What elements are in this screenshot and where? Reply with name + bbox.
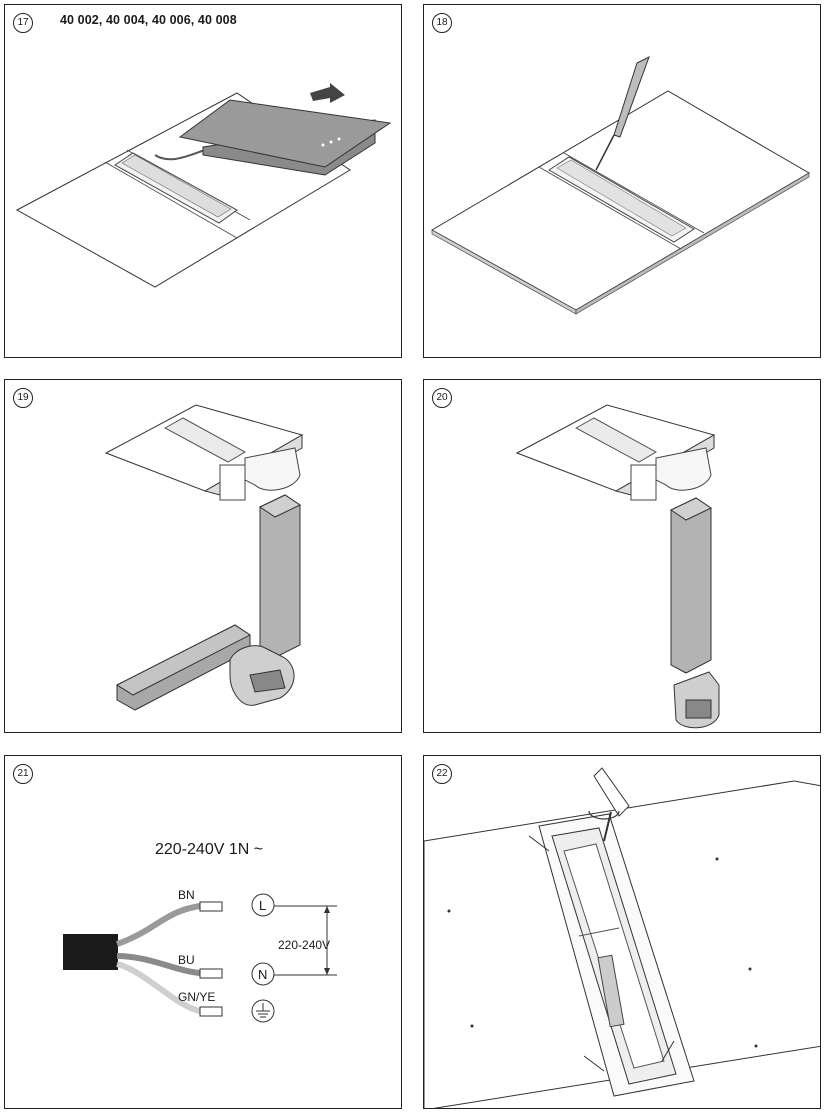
step-20-panel: 20: [423, 379, 821, 733]
rotation-arrow-icon: [588, 810, 620, 820]
step-19-panel: 19: [4, 379, 402, 733]
terminal-connector: [199, 901, 223, 912]
filter-cartridge: [597, 954, 625, 1028]
brown-wire-label: BN: [178, 888, 195, 902]
step-22-panel: 22: [423, 755, 821, 1109]
hob-removal-illustration: [15, 83, 392, 288]
blue-wire-label: BU: [178, 953, 195, 967]
neutral-terminal-icon: [251, 962, 275, 986]
step-number-17: 17: [13, 13, 33, 33]
step-number-19: 19: [13, 388, 33, 408]
live-terminal-icon: [251, 893, 275, 917]
model-numbers: 40 002, 40 004, 40 006, 40 008: [60, 13, 237, 27]
duct-assembly-vertical-illustration: [515, 404, 720, 729]
terminal-connector: [199, 968, 223, 979]
terminal-connector: [199, 1006, 223, 1017]
wiring-diagram: [63, 893, 337, 1023]
brown-wire: [116, 903, 201, 947]
cable-sheath: [63, 934, 118, 970]
ground-wire-label: GN/YE: [178, 990, 216, 1004]
arrow-icon: [310, 83, 345, 103]
neutral-terminal-label: N: [258, 967, 268, 982]
step-17-panel: 17 40 002, 40 004, 40 006, 40 008: [4, 4, 402, 358]
step-number-18: 18: [432, 13, 452, 33]
step-number-21: 21: [13, 764, 33, 784]
step-number-22: 22: [432, 764, 452, 784]
silicone-sealing-illustration: [430, 55, 810, 315]
screwdriver-icon: [593, 767, 630, 817]
live-terminal-label: L: [259, 898, 267, 913]
step-21-panel: 21 220-240V 1N ~ BN BU GN/YE L N 220-240…: [4, 755, 402, 1109]
blue-wire: [116, 953, 201, 976]
ground-wire: [116, 961, 201, 1014]
span-voltage-label: 220-240V: [278, 938, 331, 952]
step-number-20: 20: [432, 388, 452, 408]
filter-compartment-closeup-illustration: [424, 767, 820, 1108]
supply-voltage-label: 220-240V 1N ~: [155, 841, 264, 858]
step-18-panel: 18: [423, 4, 821, 358]
duct-assembly-horizontal-illustration: [104, 404, 304, 711]
silicone-tube-icon: [613, 55, 650, 138]
